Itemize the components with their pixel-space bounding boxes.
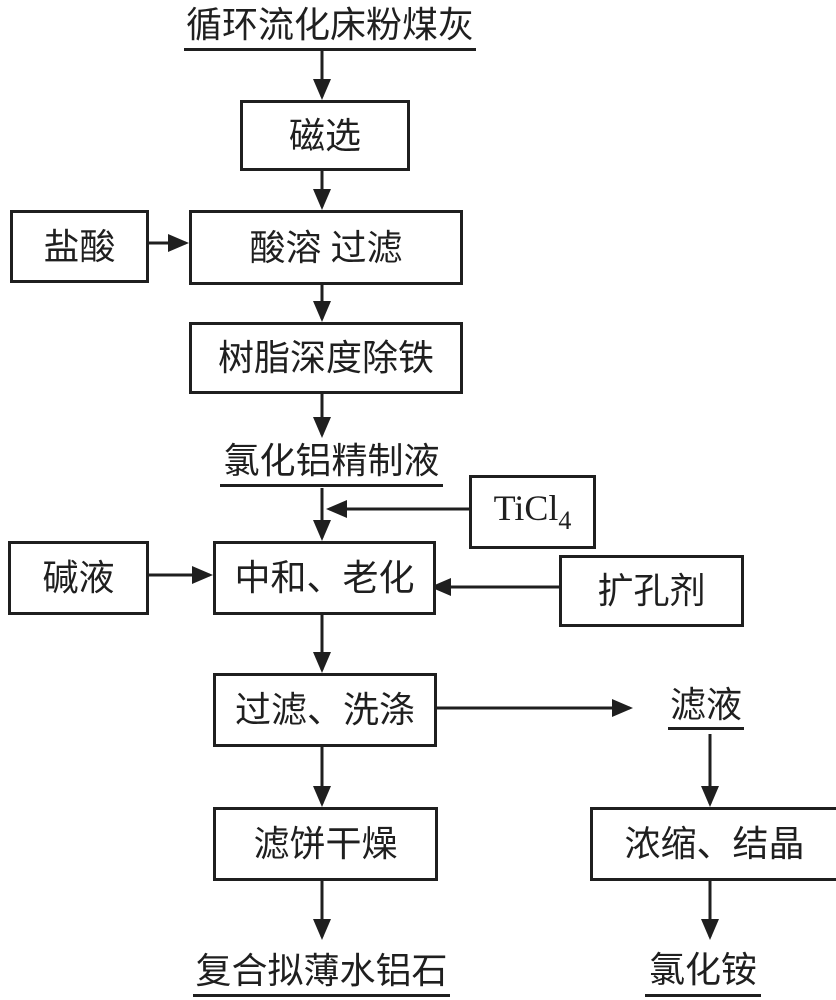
node-neutralize-aging: 中和、老化 <box>213 541 436 615</box>
node-hydrochloric-acid: 盐酸 <box>10 210 149 283</box>
node-filter-wash: 过滤、洗涤 <box>213 673 437 747</box>
node-refined-alcl3-liquor: 氯化铝精制液 <box>220 441 443 487</box>
node-concentrate-crystallize: 浓缩、结晶 <box>590 807 836 881</box>
node-source-fly-ash: 循环流化床粉煤灰 <box>184 5 476 51</box>
node-product-ammonium-chloride: 氯化铵 <box>645 948 761 997</box>
node-filtrate: 滤液 <box>668 686 744 730</box>
node-alkali-liquor: 碱液 <box>8 541 149 615</box>
node-resin-iron-removal: 树脂深度除铁 <box>189 322 463 394</box>
ticl4-formula: TiCl4 <box>494 490 572 534</box>
node-acid-dissolve-filter: 酸溶 过滤 <box>189 210 463 285</box>
node-pore-expanding-agent: 扩孔剂 <box>559 555 744 627</box>
ticl4-subscript: 4 <box>558 506 572 535</box>
ticl4-base: TiCl <box>493 488 559 528</box>
node-filter-cake-drying: 滤饼干燥 <box>213 807 438 881</box>
node-ticl4: TiCl4 <box>469 475 596 549</box>
node-product-pseudoboehmite: 复合拟薄水铝石 <box>193 950 450 997</box>
node-magnetic-separation: 磁选 <box>240 100 410 171</box>
